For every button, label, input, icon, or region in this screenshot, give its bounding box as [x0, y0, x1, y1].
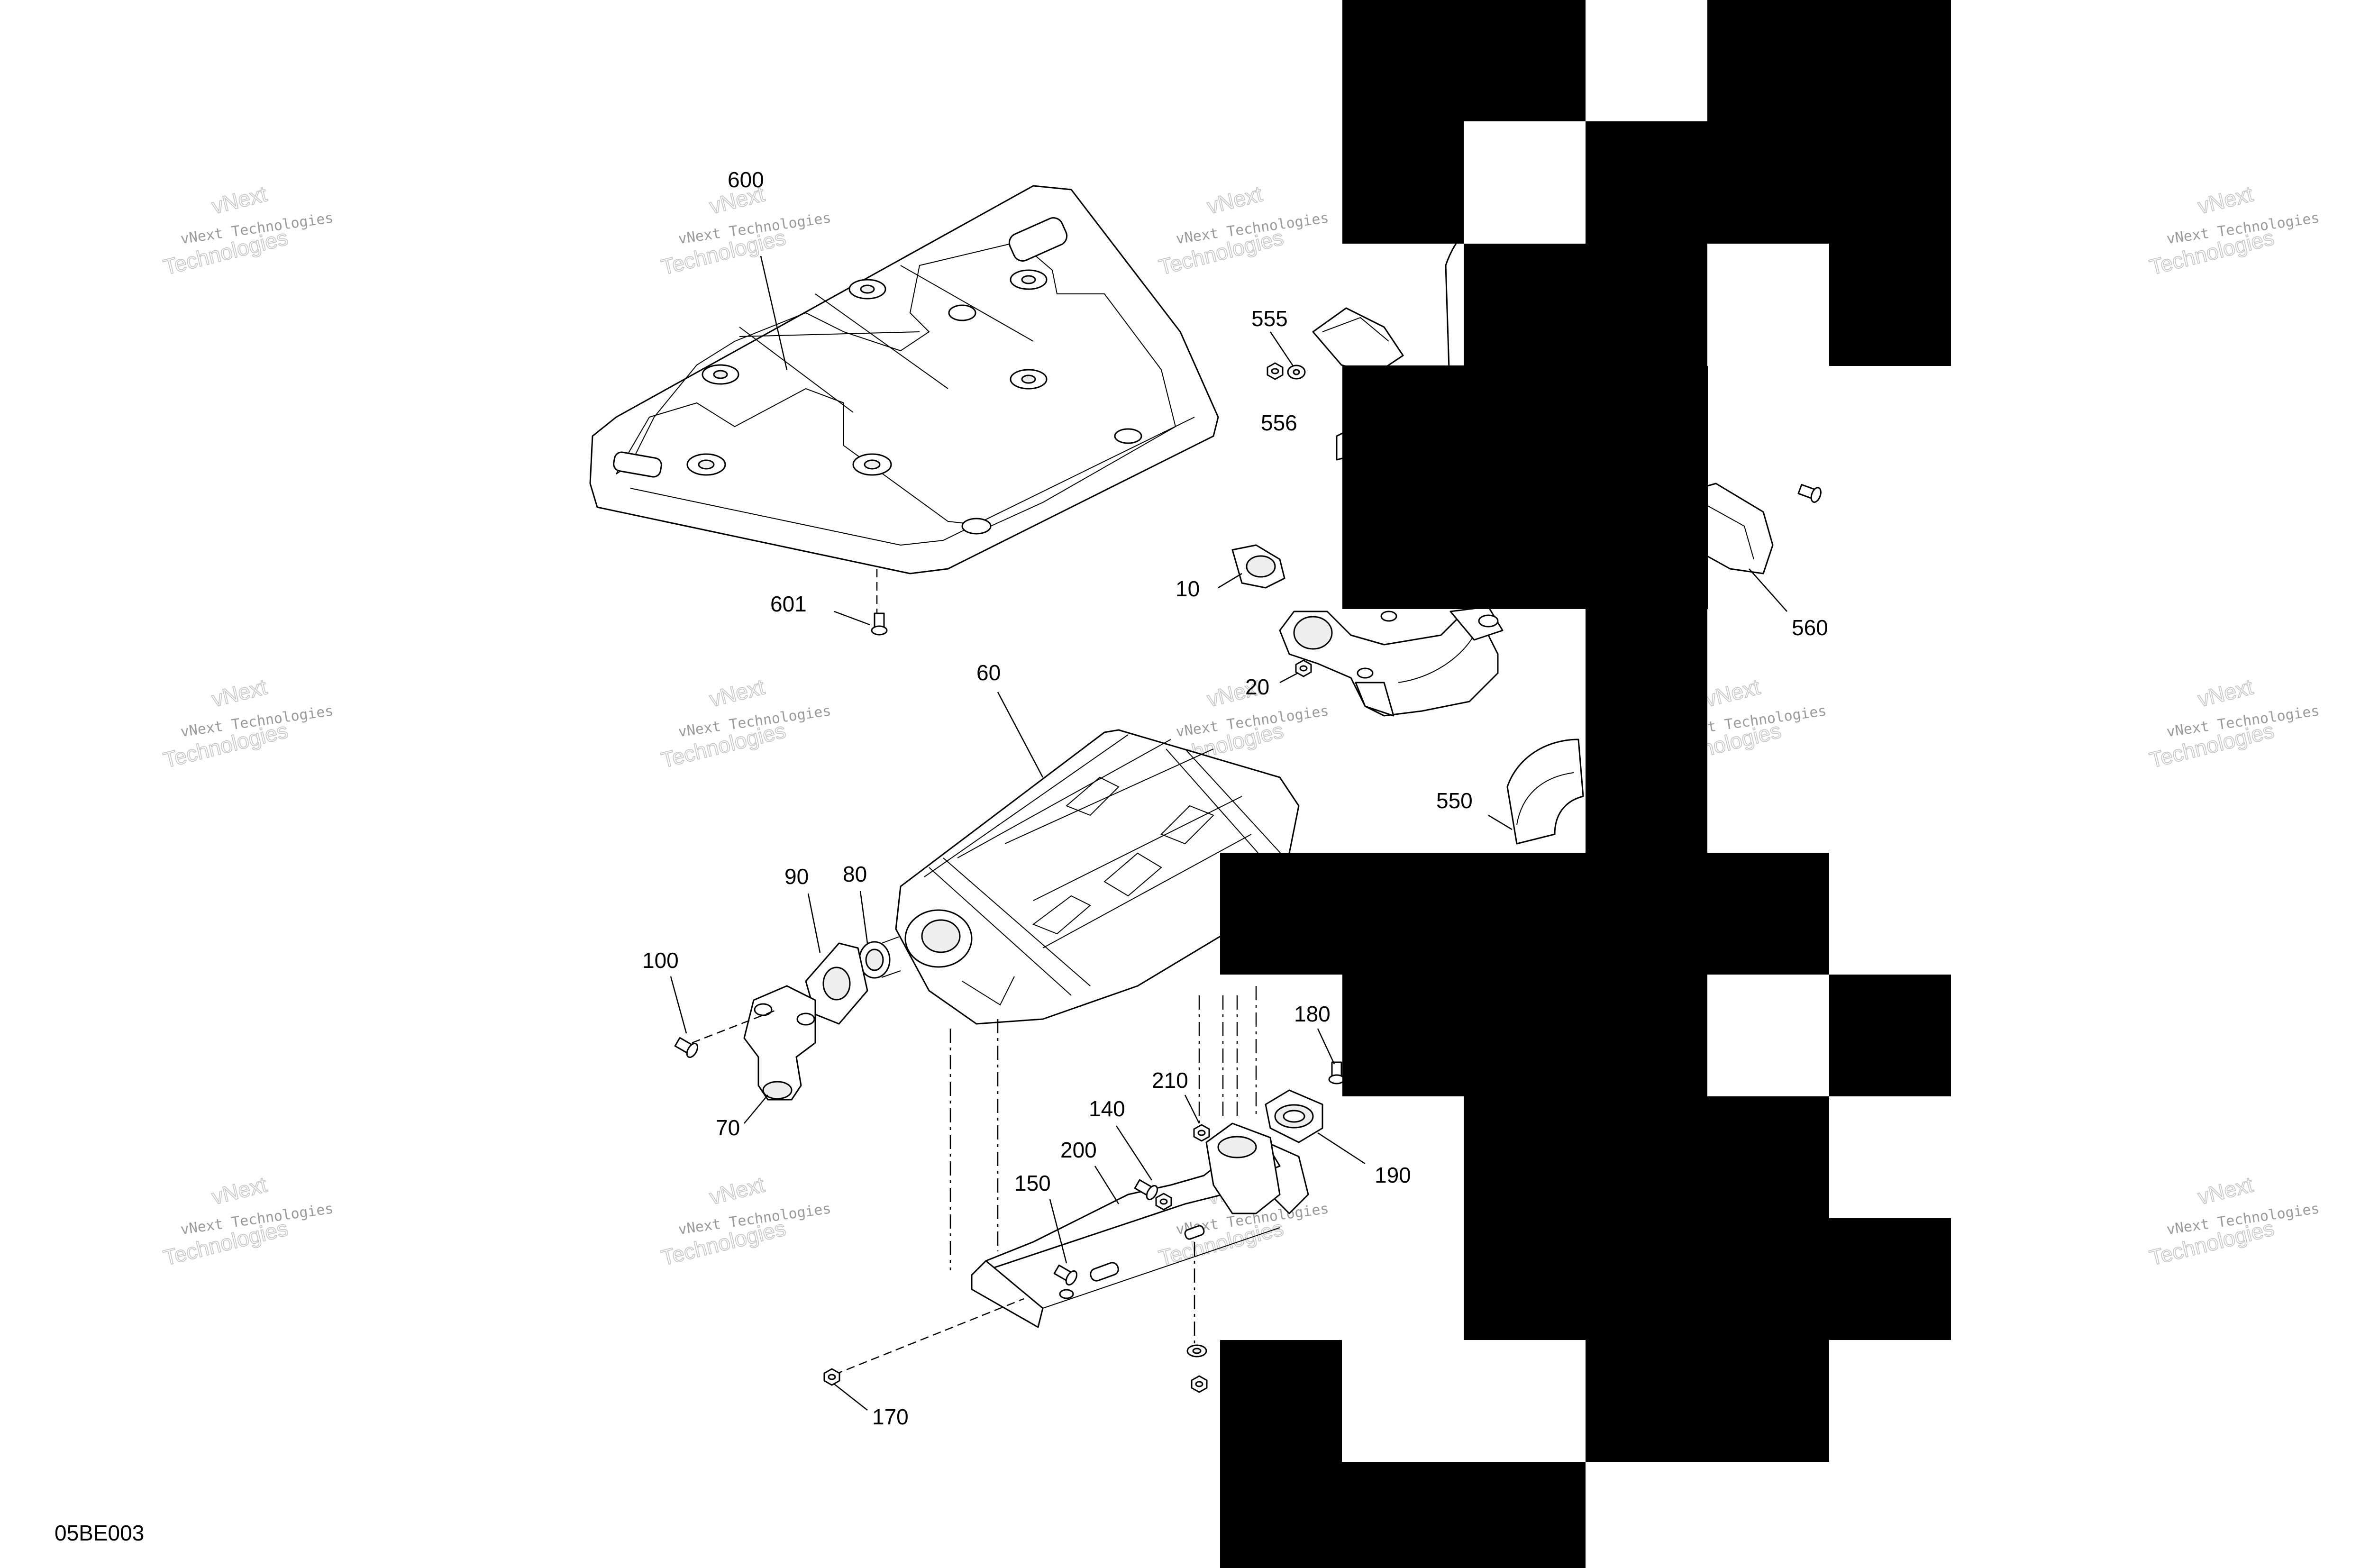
bolt-part-150 [1052, 1262, 1080, 1287]
heat-shield-bosses [686, 269, 1142, 535]
washer-part [1186, 1344, 1207, 1358]
leader-170 [834, 1384, 868, 1411]
leader-555 [1269, 331, 1294, 366]
gasket-part-90 [805, 942, 868, 1025]
leader-601 [834, 611, 870, 626]
callout-20: 20 [1245, 675, 1269, 699]
muffler-part-60 [895, 729, 1300, 1025]
bolt-part-100 [673, 1034, 701, 1060]
leader-70 [744, 1094, 768, 1124]
exhaust-pipe-part-30 [1279, 606, 1504, 717]
callout-600: 600 [728, 167, 764, 192]
callout-150: 150 [1014, 1171, 1051, 1195]
washer-part-555 [1287, 365, 1306, 380]
leader-100 [670, 976, 687, 1034]
callout-90: 90 [784, 864, 809, 889]
callout-30: 30 [1478, 447, 1502, 472]
callout-555: 555 [1251, 306, 1288, 331]
callout-170: 170 [872, 1404, 909, 1429]
leader-80 [859, 891, 868, 944]
bolt-part-601 [871, 612, 888, 636]
callout-200: 200 [1060, 1138, 1097, 1162]
redaction-holes [1464, 121, 1829, 1096]
nut-part-140 [1155, 1193, 1172, 1211]
callout-180: 180 [1294, 1002, 1331, 1026]
leader-90 [807, 893, 821, 953]
elbow-pipe-part-70 [743, 985, 816, 1101]
watermark-layer [160, 181, 2321, 1271]
leader-150 [1049, 1199, 1067, 1264]
leader-20 [1279, 672, 1298, 684]
leader-180 [1317, 1028, 1335, 1065]
nut-part-556 [1267, 362, 1284, 380]
leader-140 [1115, 1125, 1153, 1181]
callout-140: 140 [1089, 1096, 1125, 1121]
nut-part-20 [1295, 659, 1312, 677]
callout-560: 560 [1792, 615, 1828, 640]
callout-550: 550 [1436, 788, 1473, 813]
leader-560 [1749, 568, 1787, 612]
leader-550 [1488, 814, 1513, 830]
leader-200 [1094, 1166, 1120, 1204]
callout-210: 210 [1152, 1068, 1188, 1093]
heat-shield-part-600 [589, 185, 1219, 574]
tailpipe-part-550 [1506, 738, 1584, 845]
callout-100: 100 [642, 948, 679, 973]
gasket-part-10 [1231, 544, 1285, 589]
callout-556: 556 [1261, 410, 1297, 435]
axis-100 [692, 1009, 778, 1044]
leader-10 [1218, 573, 1242, 589]
leader-60 [997, 692, 1044, 778]
callout-601: 601 [770, 592, 807, 616]
nut-part-170 [823, 1368, 840, 1386]
nut-part-lower [1191, 1375, 1208, 1393]
leader-190 [1317, 1132, 1366, 1165]
diagram-code: 05BE003 [55, 1521, 144, 1545]
callout-labels: 600 601 555 556 30 10 20 560 60 550 90 8… [55, 167, 1828, 1545]
leader-600 [760, 255, 788, 370]
redaction-blocks [1220, 0, 1951, 1568]
nut-part-210 [1193, 1124, 1210, 1142]
bracket-part-190b [1205, 1122, 1281, 1214]
grommet-part-190 [1265, 1089, 1323, 1143]
bolt-part-180 [1328, 1061, 1345, 1085]
callout-80: 80 [843, 862, 867, 886]
callout-60: 60 [976, 660, 1001, 685]
leader-210 [1184, 1094, 1200, 1124]
mounting-axes [834, 986, 1257, 1376]
callout-70: 70 [716, 1115, 740, 1140]
callout-10: 10 [1176, 576, 1200, 601]
gasket-part-80 [858, 936, 901, 979]
callout-190: 190 [1375, 1163, 1411, 1187]
